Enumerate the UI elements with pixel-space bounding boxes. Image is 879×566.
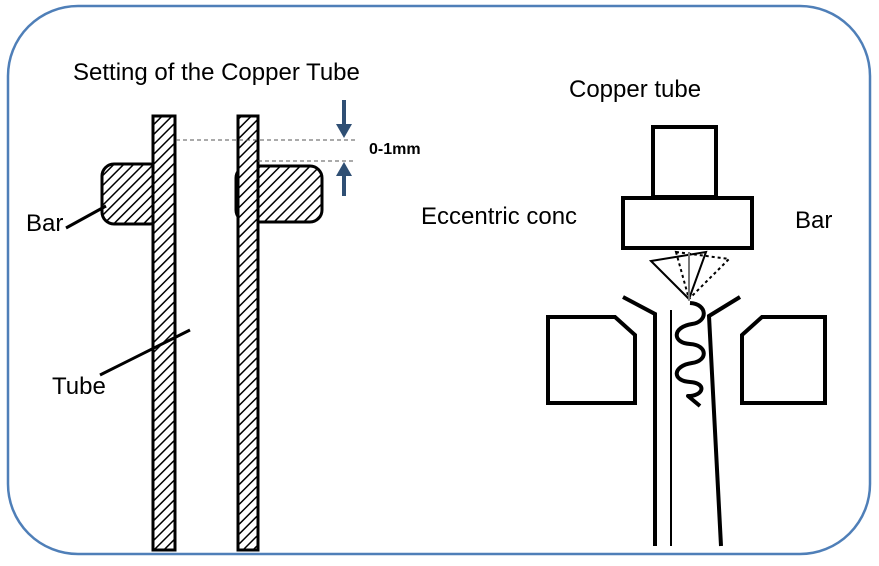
tube-leader-line: [99, 328, 191, 377]
eccentric-bar: [621, 196, 754, 250]
tube-label: Tube: [52, 373, 106, 400]
right-side-block: [740, 315, 827, 405]
eccentric-label: Eccentric conc: [421, 203, 578, 230]
right-tube-wall: [236, 114, 260, 552]
left-tube-setup: [65, 100, 356, 552]
coil-spiral: [674, 301, 706, 408]
funnel-right-wall: [706, 295, 742, 547]
copper-tube-label: Copper tube: [569, 76, 702, 103]
funnel-left-wall: [622, 295, 657, 546]
bar-label-right: Bar: [795, 207, 833, 234]
gap-label: 0-1mm: [369, 141, 421, 158]
left-tube-wall: [151, 114, 177, 552]
cone-solid: [648, 250, 708, 301]
left-side-block: [546, 315, 637, 405]
copper-tube-block: [651, 125, 718, 199]
bar-label-left: Bar: [26, 210, 64, 237]
setting-title: Setting of the Copper Tube: [73, 59, 360, 86]
bar-leader-line: [65, 204, 107, 230]
frame-border: [6, 4, 872, 556]
right-concentrator-setup: [546, 125, 827, 547]
cone-dotted: [674, 250, 732, 301]
gap-arrows: [336, 100, 352, 196]
